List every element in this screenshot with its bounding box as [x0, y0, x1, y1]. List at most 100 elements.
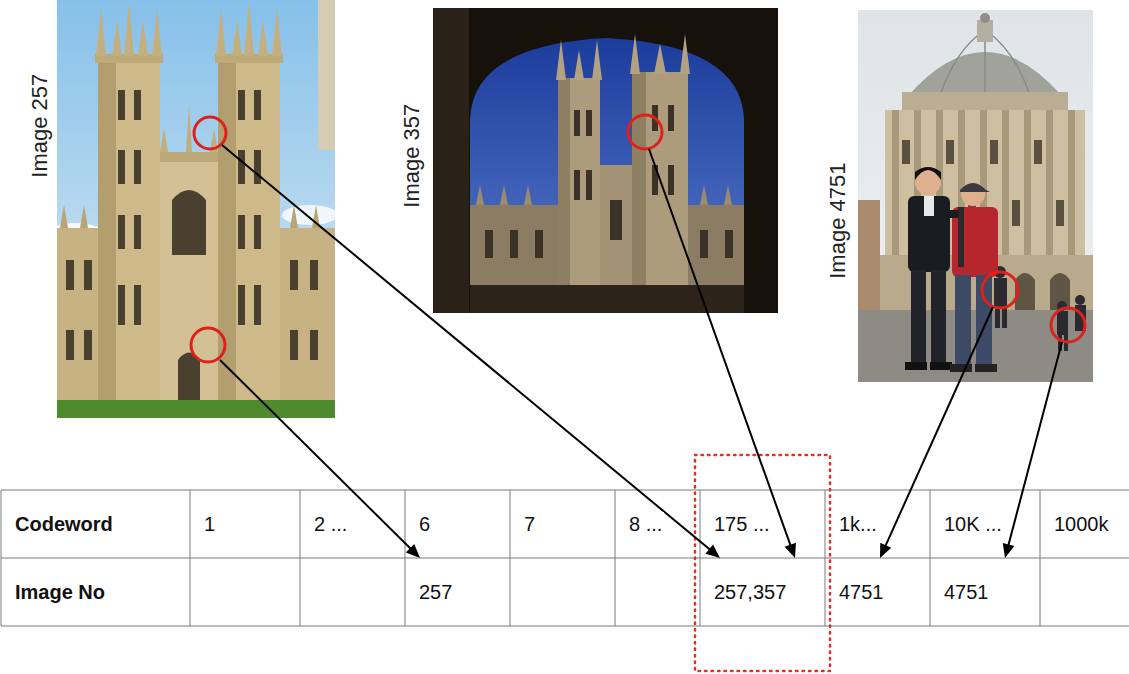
photo-college-part — [232, 20, 242, 56]
photo-rotunda-part — [994, 266, 1086, 351]
photo-arch-part — [654, 44, 666, 74]
table-grid-part — [1, 490, 1129, 491]
photo-college-part — [218, 60, 280, 403]
photo-college-part — [124, 2, 134, 56]
photo-college-part — [98, 60, 160, 403]
photo-rotunda-part-part — [1056, 200, 1064, 226]
photo-rotunda-part — [915, 167, 941, 180]
table-cell: 6 — [405, 490, 510, 558]
photo-rotunda-part-part — [1050, 273, 1070, 312]
photo-college-part — [57, 400, 335, 418]
cell-value: 4751 — [837, 580, 886, 604]
table-cell: 1k... — [825, 490, 930, 558]
photo-college-part-part — [134, 150, 141, 184]
table-grid-part — [825, 490, 826, 626]
photo-arch — [433, 8, 778, 313]
table-cell: 1 — [190, 490, 300, 558]
table-grid-part — [190, 490, 191, 626]
photo-arch-part — [680, 34, 690, 74]
photo-arch-part-part — [668, 165, 674, 195]
image-label: Image 257 — [27, 73, 52, 177]
photo-arch-part — [556, 40, 566, 80]
table-grid-part — [1, 626, 1129, 627]
row-header: Image No — [13, 580, 107, 604]
cell-value: 1 — [202, 512, 217, 536]
arrow-connector — [649, 149, 796, 558]
photo-arch-part — [574, 50, 584, 80]
arrow-line — [220, 360, 411, 550]
photo-college-part — [186, 105, 192, 152]
photo-college-part — [96, 8, 106, 56]
cell-value: 2 ... — [312, 512, 349, 536]
photo-rotunda-part — [944, 210, 958, 218]
photo-college-part — [80, 205, 88, 228]
photo-college-part-part — [84, 260, 92, 290]
photo-college-part — [282, 205, 335, 225]
photo-arch-part — [470, 38, 744, 313]
table-grid-part — [700, 490, 701, 626]
photo-arch-part-part — [574, 110, 580, 136]
row-header: Codeword — [13, 512, 115, 536]
photo-rotunda-part-part — [902, 140, 910, 164]
photo-college-part — [57, 228, 102, 403]
photo-college-part-part — [310, 330, 318, 360]
table-grid-part — [1, 490, 2, 626]
photo-college-part — [112, 20, 122, 56]
photo-rotunda-part — [858, 10, 1093, 382]
photo-arch-part-part — [610, 200, 622, 240]
table-grid-part — [615, 490, 616, 626]
photo-arch-part-part — [586, 110, 592, 136]
photo-arch-part-part — [476, 185, 484, 205]
photo-arch-part-part — [586, 170, 592, 200]
photo-college-part-part — [238, 215, 245, 249]
cell-value: 175 ... — [712, 512, 772, 536]
photo-arch-part — [558, 78, 570, 313]
arrow-connector — [220, 360, 420, 558]
photo-arch-part-part — [485, 230, 493, 258]
feature-circle — [191, 115, 1085, 362]
photo-rotunda-part — [930, 362, 952, 370]
photo-rotunda — [858, 10, 1093, 382]
table-cell: 10K ... — [930, 490, 1040, 558]
photo-college-part — [152, 8, 162, 56]
photo-college-part-part — [254, 285, 261, 325]
highlight-box — [695, 455, 830, 671]
photo-arch-part-part — [500, 185, 508, 205]
photo-college — [57, 0, 335, 418]
photo-arch-part-part — [700, 230, 708, 258]
table-cell: 175 ... — [700, 490, 825, 558]
photo-college-part-part — [66, 330, 74, 360]
photo-arch-part-part — [535, 230, 543, 258]
photo-arch-part — [433, 8, 778, 313]
photo-college-part-part — [238, 285, 245, 325]
table-cell: 257,357 — [700, 558, 825, 626]
photo-college-part — [98, 60, 116, 403]
photo-rotunda-part-part — [1046, 110, 1053, 260]
photo-rotunda-part — [858, 200, 880, 320]
table-grid-part — [405, 490, 406, 626]
photo-college-part — [276, 228, 335, 403]
cell-value: 257,357 — [712, 580, 788, 604]
photo-rotunda-part — [902, 92, 1068, 110]
photo-college-part-part — [118, 285, 125, 325]
cell-value: 7 — [522, 512, 537, 536]
photo-college-part — [160, 128, 168, 152]
photo-college-part-part — [254, 90, 261, 120]
photo-rotunda-part — [960, 183, 990, 192]
photo-rotunda-part — [958, 207, 964, 267]
photo-college-part-part — [290, 330, 298, 360]
image-label: Image 357 — [399, 103, 424, 207]
table-grid-part — [300, 490, 301, 626]
photo-college-part — [66, 90, 318, 402]
photo-arch-part-part — [725, 230, 733, 258]
feature-circle-part — [1051, 308, 1085, 342]
photo-rotunda-part-part — [1057, 311, 1068, 335]
photo-college-part — [258, 20, 268, 56]
photo-rotunda-part-part — [1075, 295, 1085, 305]
cell-value: 4751 — [942, 580, 991, 604]
photo-rotunda-part — [911, 270, 926, 366]
arrow-head — [880, 543, 891, 558]
photo-arch-part-part — [510, 230, 518, 258]
